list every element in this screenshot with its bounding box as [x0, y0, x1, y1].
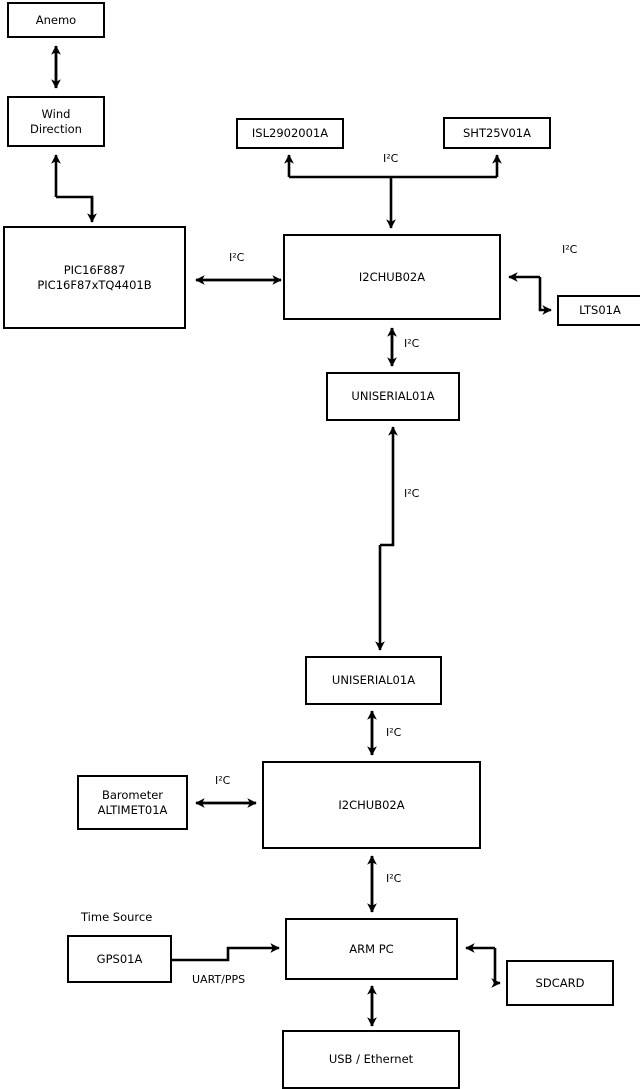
edge-label-hub-uniserial-i2c: I²C	[404, 337, 420, 350]
edge-label-uniserial-hub-bottom-i2c: I²C	[386, 726, 402, 739]
node-sht25v01a[interactable]: SHT25V01A	[443, 117, 551, 149]
node-pic-mcu-label: PIC16F887 PIC16F87xTQ4401B	[37, 263, 152, 292]
edge-label-barometer-hub-i2c: I²C	[215, 774, 231, 787]
wire-jog-winddir-pic	[56, 195, 94, 218]
node-anemo[interactable]: Anemo	[7, 2, 105, 38]
node-i2chub02a-top-label: I2CHUB02A	[358, 269, 426, 284]
node-anemo-label: Anemo	[35, 12, 77, 27]
wire-gps-to-armpc	[172, 943, 280, 962]
node-uniserial01a-bottom-label: UNISERIAL01A	[331, 673, 416, 688]
wire-uniserial-link-up	[380, 426, 398, 547]
node-lts01a[interactable]: LTS01A	[557, 295, 640, 326]
node-arm-pc[interactable]: ARM PC	[285, 918, 458, 980]
node-usb-ethernet[interactable]: USB / Ethernet	[282, 1030, 460, 1089]
edge-label-uniserial-link-i2c: I²C	[404, 487, 420, 500]
node-sdcard[interactable]: SDCARD	[506, 960, 614, 1006]
edge-label-hub-lts-i2c: I²C	[562, 243, 578, 256]
edge-label-hub-armpc-i2c: I²C	[386, 872, 402, 885]
node-pic-mcu[interactable]: PIC16F887 PIC16F87xTQ4401B	[3, 226, 186, 329]
node-wind-direction[interactable]: Wind Direction	[7, 96, 105, 147]
node-uniserial01a-top-label: UNISERIAL01A	[351, 389, 435, 404]
node-gps01a-label: GPS01A	[96, 951, 143, 966]
edge-label-sensor-bus-i2c: I²C	[383, 152, 399, 165]
node-lts01a-label: LTS01A	[579, 303, 621, 318]
edge-label-gps-uart-pps: UART/PPS	[192, 973, 246, 986]
node-sdcard-label: SDCARD	[535, 975, 585, 990]
node-wind-direction-label: Wind Direction	[30, 107, 82, 136]
node-uniserial01a-bottom[interactable]: UNISERIAL01A	[305, 656, 442, 705]
node-barometer-altimet01a[interactable]: Barometer ALTIMET01A	[77, 775, 188, 830]
node-arm-pc-label: ARM PC	[349, 941, 394, 956]
time-source-label: Time Source	[81, 910, 153, 924]
node-isl2902001a[interactable]: ISL2902001A	[236, 118, 344, 149]
node-i2chub02a-bottom-label: I2CHUB02A	[338, 797, 405, 812]
node-i2chub02a-bottom[interactable]: I2CHUB02A	[262, 761, 481, 849]
wire-hub-to-lts	[538, 277, 552, 315]
node-isl2902001a-label: ISL2902001A	[251, 126, 329, 141]
node-usb-ethernet-label: USB / Ethernet	[328, 1052, 414, 1067]
node-i2chub02a-top[interactable]: I2CHUB02A	[283, 234, 501, 320]
node-uniserial01a-top[interactable]: UNISERIAL01A	[326, 372, 460, 421]
node-gps01a[interactable]: GPS01A	[67, 935, 172, 983]
edge-label-pic-hub-i2c: I²C	[229, 251, 245, 264]
node-barometer-altimet01a-label: Barometer ALTIMET01A	[97, 788, 168, 817]
wire-armpc-to-sdcard	[491, 948, 501, 988]
node-sht25v01a-label: SHT25V01A	[463, 125, 531, 140]
